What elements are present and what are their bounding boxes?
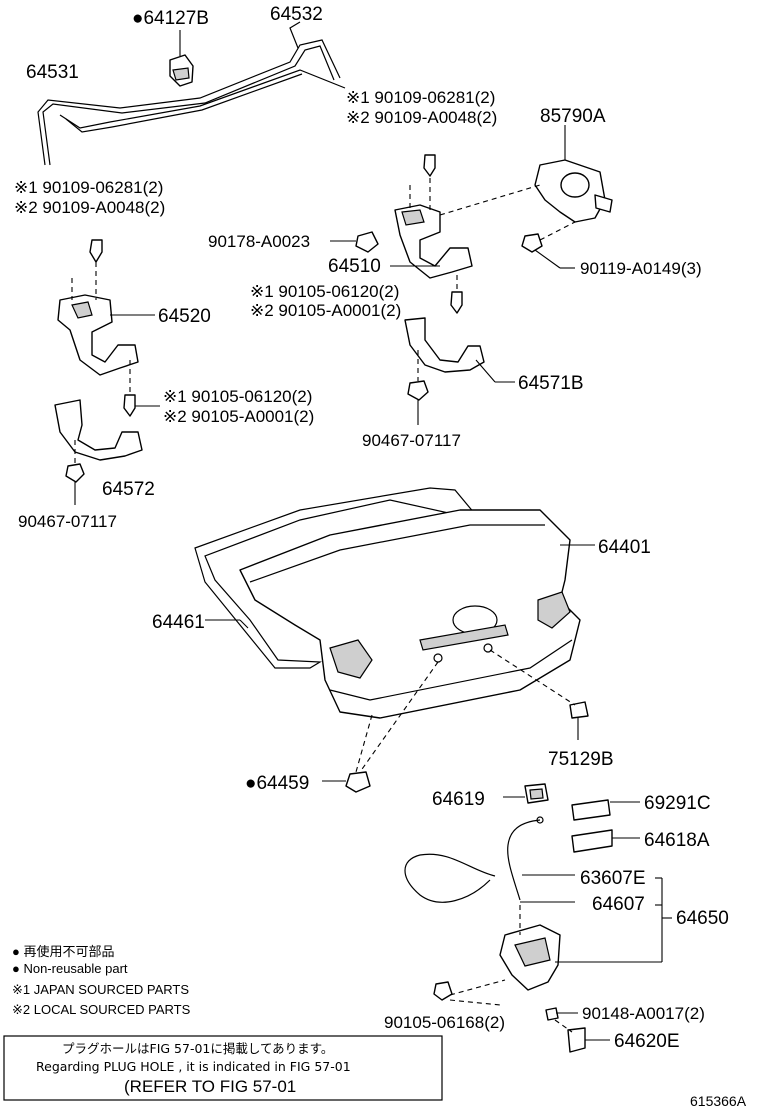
trunk-lid-64401 xyxy=(194,487,595,719)
clip-90467-left xyxy=(65,463,85,483)
label-64461: 64461 xyxy=(152,612,205,633)
label-64401: 64401 xyxy=(598,537,651,558)
part-64620e xyxy=(567,1027,586,1053)
label-64620e: 64620E xyxy=(614,1031,680,1052)
bolt-90105-left xyxy=(123,394,136,417)
label-63607e: 63607E xyxy=(580,868,646,889)
label-90109-a0048-left: ※2 90109-A0048(2) xyxy=(14,198,165,217)
bolt-90109-left xyxy=(89,239,103,263)
label-90467-07117-right: 90467-07117 xyxy=(362,431,461,450)
label-64572: 64572 xyxy=(102,479,155,500)
label-90109-06281-left: ※1 90109-06281(2) xyxy=(14,178,163,197)
note-plug-hole-jp: プラグホールはFIG 57-01に掲載してあります。 xyxy=(62,1041,333,1056)
bolt-90105-right xyxy=(450,291,463,314)
label-90178-a0023: 90178-A0023 xyxy=(208,232,310,251)
lock-parts xyxy=(404,783,672,1053)
label-90467-07117-left: 90467-07117 xyxy=(18,512,117,531)
label-90119-a0149: 90119-A0149(3) xyxy=(580,259,702,278)
label-64532: 64532 xyxy=(270,4,323,25)
note-refer-to-fig: (REFER TO FIG 57-01 xyxy=(124,1077,296,1096)
label-90109-a0048-right: ※2 90109-A0048(2) xyxy=(346,108,497,127)
label-64571b: 64571B xyxy=(518,373,584,394)
label-64520: 64520 xyxy=(158,306,211,327)
label-64607: 64607 xyxy=(592,894,645,915)
hinge-left-64520 xyxy=(57,239,155,376)
legend: ● 再使用不可部品 ● Non-reusable part ※1 JAPAN S… xyxy=(12,944,191,1017)
hinge-right-64510 xyxy=(330,154,473,279)
label-90105-a0001-left: ※2 90105-A0001(2) xyxy=(163,407,314,426)
bolt-90105-06168 xyxy=(433,981,453,1001)
bolt-90119 xyxy=(521,233,543,253)
cushion-64459 xyxy=(322,661,439,793)
part-64618a xyxy=(571,829,613,853)
label-64618a: 64618A xyxy=(644,830,710,851)
label-64510: 64510 xyxy=(328,256,381,277)
label-90105-06120-right: ※1 90105-06120(2) xyxy=(250,282,399,301)
legend-japan-sourced: ※1 JAPAN SOURCED PARTS xyxy=(12,982,189,997)
note-plug-hole-en: Regarding PLUG HOLE , it is indicated in… xyxy=(36,1059,351,1074)
hinge-cover-left-64572 xyxy=(54,360,160,505)
label-85790a: 85790A xyxy=(540,106,606,127)
label-90105-06120-left: ※1 90105-06120(2) xyxy=(163,387,312,406)
bolt-90109-right xyxy=(423,154,436,177)
torsion-bar-assembly xyxy=(37,21,346,166)
lock-motor-85790a xyxy=(439,125,613,269)
label-64459: ●64459 xyxy=(245,773,309,794)
note-box: プラグホールはFIG 57-01に掲載してあります。 Regarding PLU… xyxy=(3,1035,443,1101)
label-64531: 64531 xyxy=(26,62,79,83)
label-90105-a0001-right: ※2 90105-A0001(2) xyxy=(250,301,401,320)
clip-90467-right xyxy=(407,380,429,401)
label-90105-06168: 90105-06168(2) xyxy=(384,1013,505,1032)
bolt-90148 xyxy=(545,1007,559,1021)
label-64650: 64650 xyxy=(676,908,729,929)
label-64127b: ●64127B xyxy=(132,8,209,29)
hinge-cover-right-64571b xyxy=(404,275,515,425)
label-75129b: 75129B xyxy=(548,749,614,770)
nut-90178 xyxy=(355,231,379,253)
stopper-75129b xyxy=(489,649,589,740)
legend-non-reusable-jp: ● 再使用不可部品 xyxy=(12,944,114,959)
label-90109-06281-right: ※1 90109-06281(2) xyxy=(346,88,495,107)
legend-non-reusable-en: ● Non-reusable part xyxy=(12,961,128,976)
label-64619: 64619 xyxy=(432,789,485,810)
label-90148-a0017: 90148-A0017(2) xyxy=(582,1004,705,1023)
figure-id: 615366A xyxy=(690,1093,747,1109)
label-69291c: 69291C xyxy=(644,793,711,814)
legend-local-sourced: ※2 LOCAL SOURCED PARTS xyxy=(12,1002,191,1017)
part-69291c xyxy=(571,799,611,821)
